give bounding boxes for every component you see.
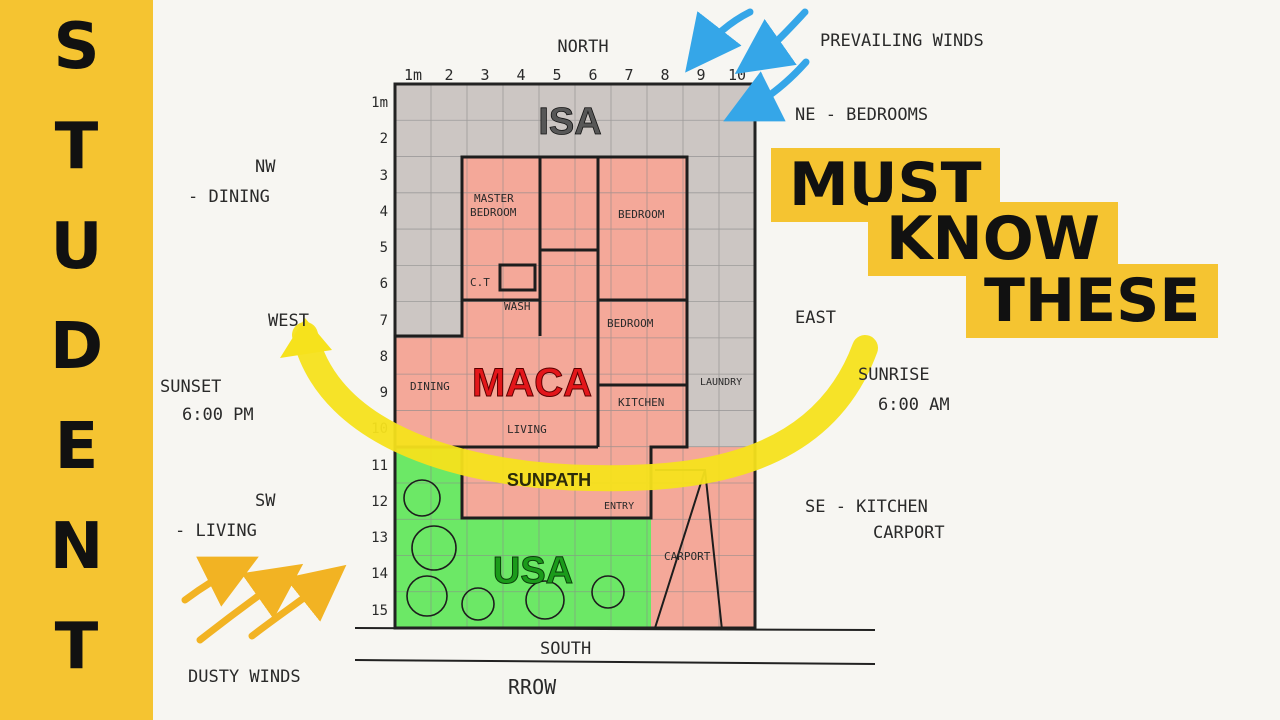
usa-zone xyxy=(395,447,651,628)
room-label: LIVING xyxy=(507,423,547,436)
sunset-time-label: 6:00 PM xyxy=(182,405,254,425)
row-label: 2 xyxy=(380,131,388,147)
east-label: EAST xyxy=(795,308,836,328)
house-outline xyxy=(393,155,755,631)
col-label: 7 xyxy=(624,66,633,84)
sunpath-arrowhead xyxy=(280,318,332,358)
dusty-winds-label: DUSTY WINDS xyxy=(188,667,301,687)
room-label: LAUNDRY xyxy=(700,377,742,388)
isa-label: ISA xyxy=(538,101,601,143)
prevailing-winds-label: PREVAILING WINDS xyxy=(820,31,984,51)
room-label: BEDROOM xyxy=(607,317,654,330)
row-label: 8 xyxy=(380,349,388,365)
col-label: 4 xyxy=(516,66,525,84)
usa-label: USA xyxy=(493,550,573,592)
sunpath-label: SUNPATH xyxy=(507,470,591,490)
row-label: 5 xyxy=(380,240,388,256)
west-label: WEST xyxy=(268,311,309,331)
row-label: 15 xyxy=(371,603,388,619)
room-label: ENTRY xyxy=(604,501,634,512)
these-label: THESE xyxy=(966,264,1219,338)
north-label: NORTH xyxy=(557,37,608,57)
col-label: 8 xyxy=(660,66,669,84)
room-label: KITCHEN xyxy=(618,396,664,409)
col-label: 5 xyxy=(552,66,561,84)
row-label: 3 xyxy=(380,168,388,184)
sunset-label: SUNSET xyxy=(160,377,221,397)
row-label: 14 xyxy=(371,566,388,582)
rrow-label: RROW xyxy=(508,675,557,699)
row-label: 9 xyxy=(380,385,388,401)
south-label: SOUTH xyxy=(540,639,591,659)
col-label: 10 xyxy=(728,66,746,84)
row-label: 1m xyxy=(371,95,388,111)
row-label: 12 xyxy=(371,494,388,510)
room-label: C.T xyxy=(470,276,490,289)
sw-label: SW xyxy=(255,491,276,511)
col-label: 2 xyxy=(444,66,453,84)
col-label: 6 xyxy=(588,66,597,84)
banner-letter: T xyxy=(54,610,99,684)
nw-dining-label: - DINING xyxy=(188,187,270,207)
se-kitchen-label: SE - KITCHEN xyxy=(805,497,928,517)
sw-living-label: - LIVING xyxy=(175,521,257,541)
row-label: 4 xyxy=(380,204,388,220)
ne-bedrooms-label: NE - BEDROOMS xyxy=(795,105,928,125)
row-label: 6 xyxy=(380,276,388,292)
banner-letter: T xyxy=(54,110,99,184)
room-label: DINING xyxy=(410,380,450,393)
room-label: BEDROOM xyxy=(470,206,517,219)
room-label: MASTER xyxy=(474,192,514,205)
banner-letter: S xyxy=(53,10,100,84)
banner-letter: E xyxy=(54,410,99,484)
banner-letter: D xyxy=(49,310,104,384)
banner-letter: U xyxy=(50,210,103,284)
row-label: 11 xyxy=(371,458,388,474)
room-label: WASH xyxy=(504,300,531,313)
row-label: 13 xyxy=(371,530,388,546)
road xyxy=(354,627,876,665)
landscape-trees xyxy=(403,479,625,621)
sunrise-label: SUNRISE xyxy=(858,365,930,385)
prevailing-winds-arrows xyxy=(685,8,810,122)
sunpath-arc xyxy=(292,322,878,492)
nw-label: NW xyxy=(255,157,276,177)
col-label: 9 xyxy=(696,66,705,84)
room-label: CARPORT xyxy=(664,550,711,563)
know-label: KNOW xyxy=(868,202,1118,276)
sunrise-time-label: 6:00 AM xyxy=(878,395,950,415)
col-label: 3 xyxy=(480,66,489,84)
banner-letter: N xyxy=(49,510,104,584)
se-carport-label: CARPORT xyxy=(873,523,945,543)
room-label: BEDROOM xyxy=(618,208,665,221)
student-banner: S T U D E N T xyxy=(0,0,153,720)
dusty-winds-arrows xyxy=(181,556,347,644)
col-label: 1m xyxy=(404,66,422,84)
row-label: 7 xyxy=(380,313,388,329)
maca-label: MACA xyxy=(472,361,592,405)
